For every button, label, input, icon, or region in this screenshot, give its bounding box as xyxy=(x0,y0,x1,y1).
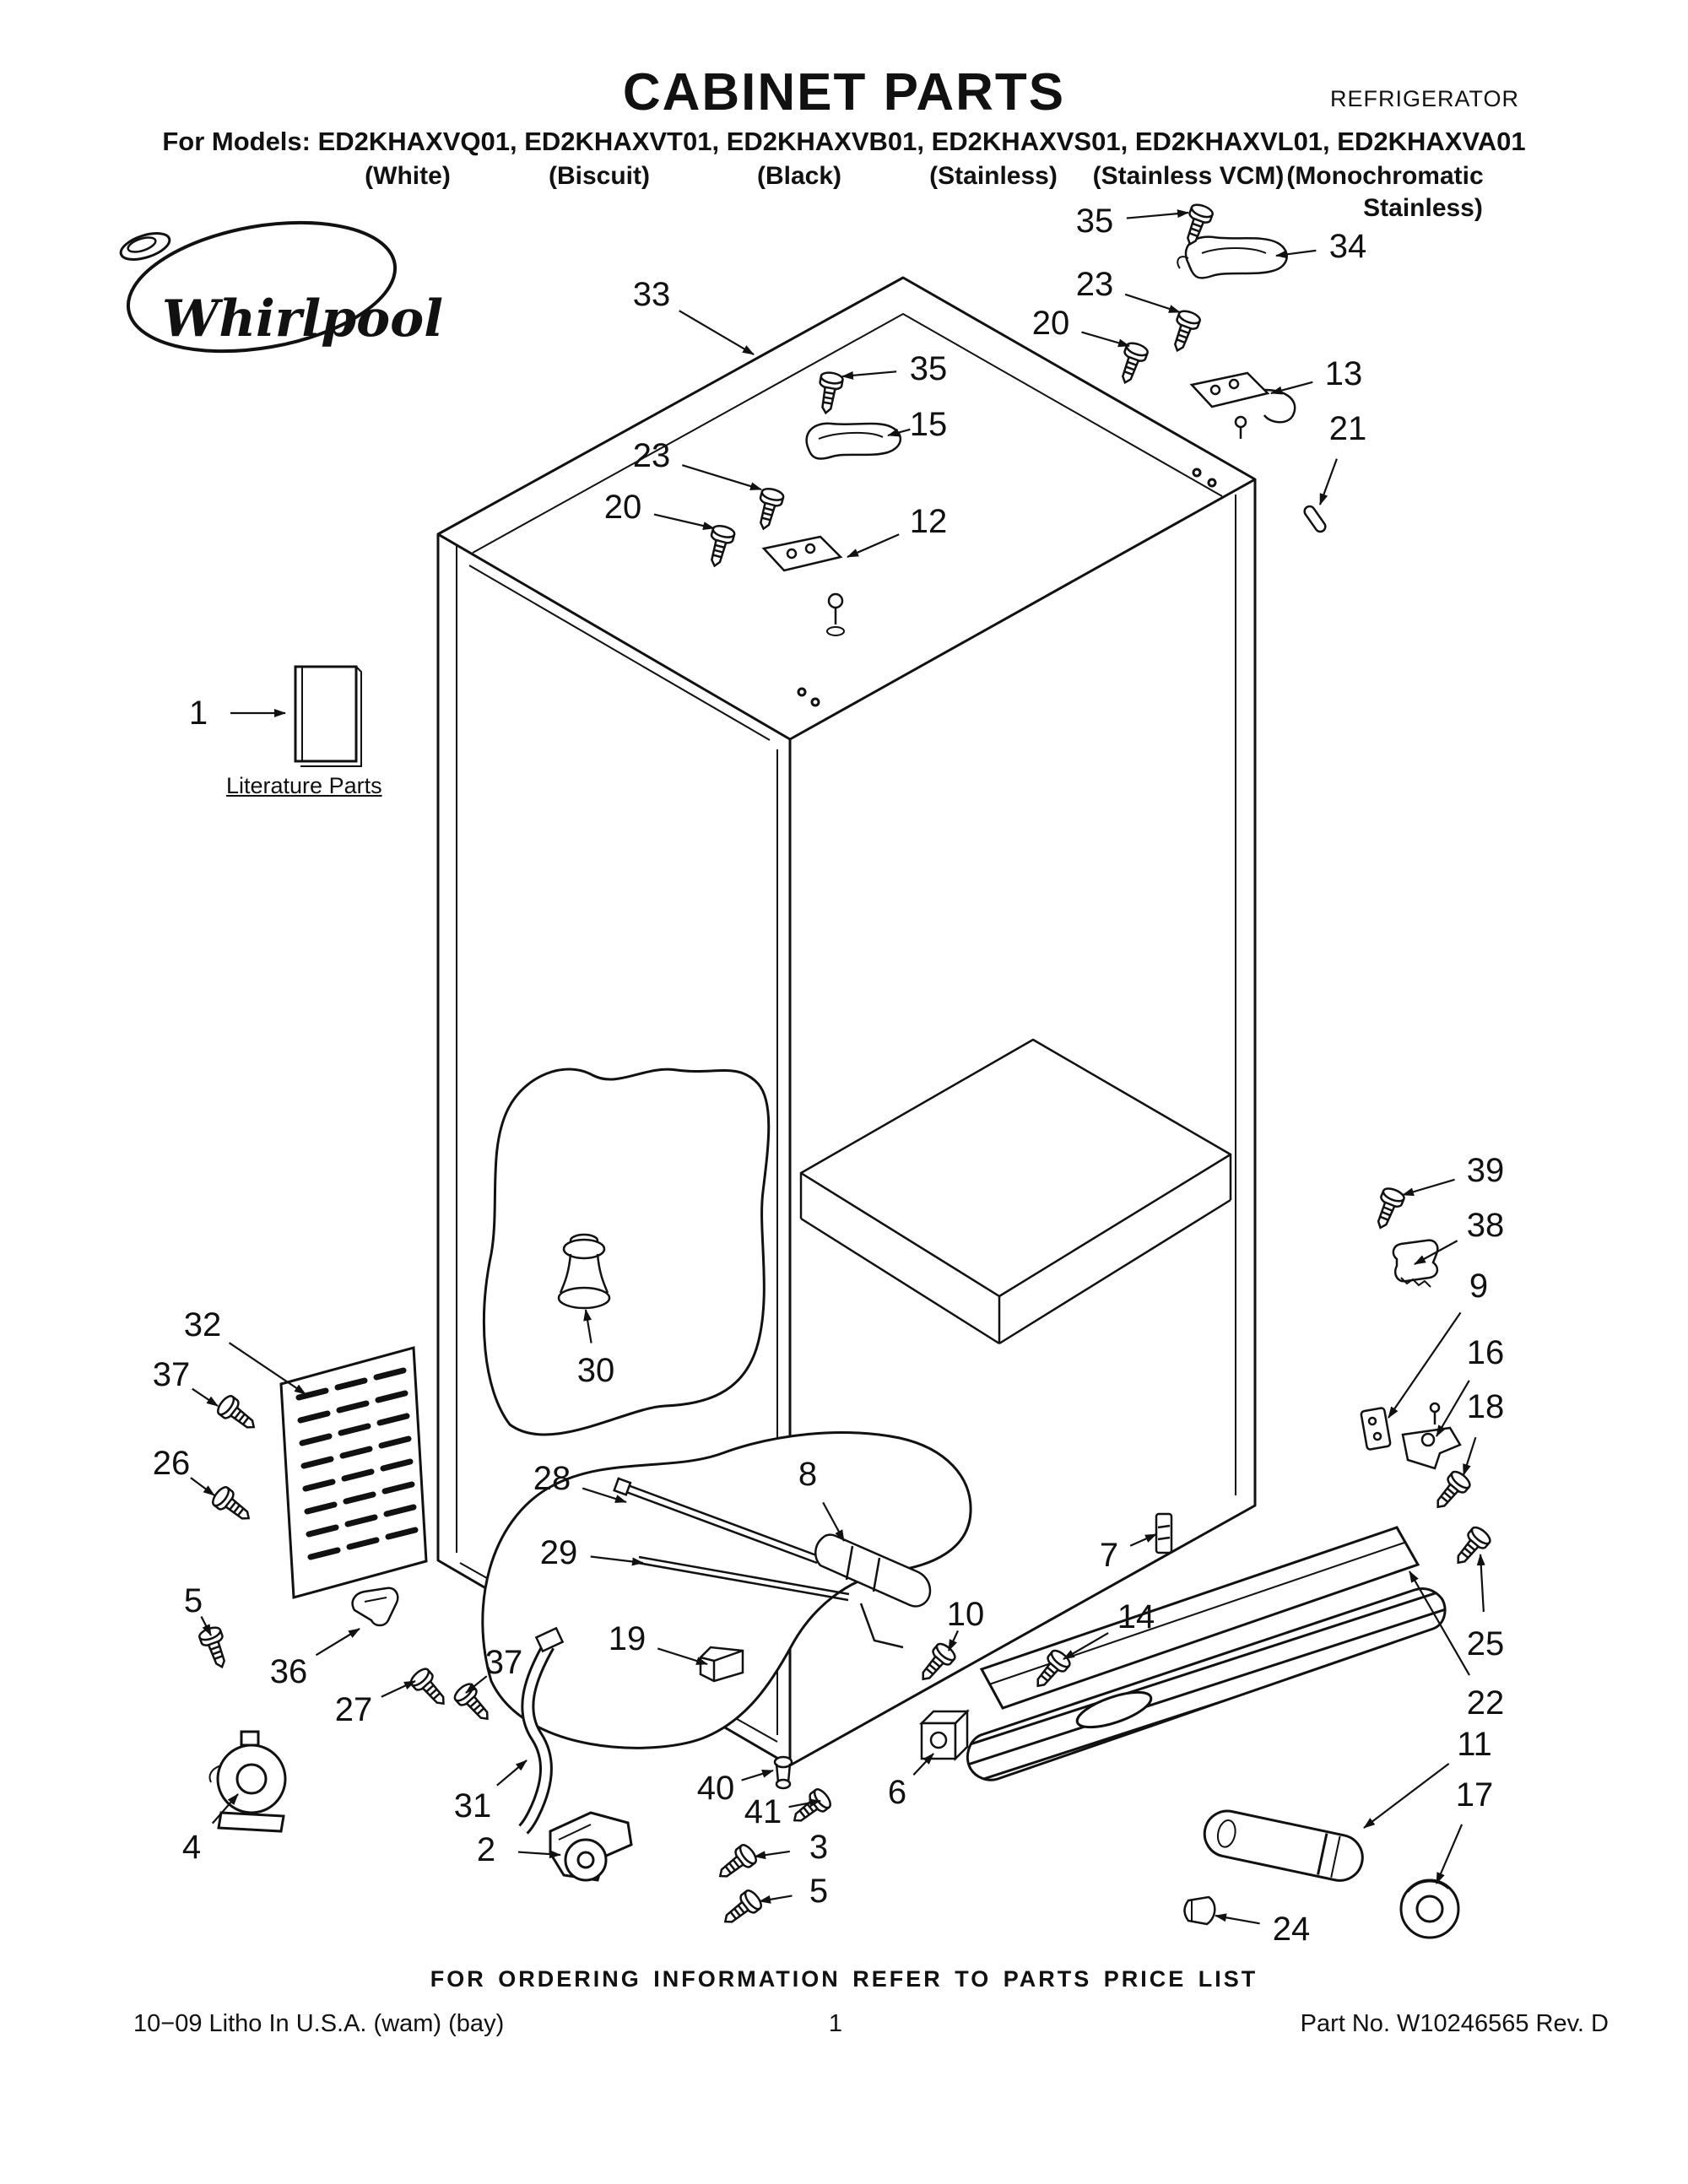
water-filter xyxy=(1203,1809,1364,1882)
callout-leader-lines xyxy=(190,209,1485,1925)
models-line: For Models: ED2KHAXVQ01, ED2KHAXVT01, ED… xyxy=(162,127,1526,156)
base-grille-rails xyxy=(966,1526,1447,1781)
finish-biscuit: (Biscuit) xyxy=(549,162,650,190)
drain-tube xyxy=(518,1626,565,1835)
finish-black: (Black) xyxy=(756,162,842,190)
literature-parts-label: Literature Parts xyxy=(226,773,382,798)
finish-white: (White) xyxy=(365,162,451,190)
top-hinge-corner xyxy=(1189,371,1296,439)
foam-insulation xyxy=(481,1068,972,1749)
water-valve xyxy=(208,1730,287,1833)
page-title: CABINET PARTS xyxy=(622,63,1066,122)
footer-page-number: 1 xyxy=(828,2010,843,2037)
finish-stainless: (Stainless) xyxy=(929,162,1058,190)
drain-grommet xyxy=(557,1233,611,1310)
hinge-cover-center xyxy=(805,422,901,460)
roller-assembly xyxy=(549,1811,633,1882)
filter-clip xyxy=(1183,1895,1216,1926)
support-bracket xyxy=(918,1708,971,1762)
top-hinge-center xyxy=(761,535,844,624)
ordering-note: FOR ORDERING INFORMATION REFER TO PARTS … xyxy=(430,1966,1258,1992)
brand-wordmark: Whirlpool xyxy=(162,289,443,349)
footer-litho: 10−09 Litho In U.S.A. (wam) (bay) xyxy=(133,2010,505,2037)
category-label: REFRIGERATOR xyxy=(1330,86,1520,111)
bracket-clip xyxy=(351,1587,399,1627)
filter-cap xyxy=(1399,1879,1460,1939)
lower-hinge-parts xyxy=(1360,1239,1462,1470)
mounting-stud xyxy=(773,1755,793,1790)
finish-stainless-vcm: (Stainless VCM) xyxy=(1092,162,1285,190)
footer-part-number: Part No. W10246565 Rev. D xyxy=(1300,2010,1609,2037)
shim-pin xyxy=(1303,505,1327,533)
tube-assembly xyxy=(613,1477,932,1649)
finish-monochromatic: (Monochromatic xyxy=(1286,162,1484,190)
literature-booklet xyxy=(294,665,362,767)
rail-clip xyxy=(1155,1512,1173,1554)
finish-monochromatic-line2: Stainless) xyxy=(1363,194,1483,222)
whirlpool-logo: Whirlpool xyxy=(119,220,443,354)
vent-grille-panel xyxy=(279,1346,428,1599)
